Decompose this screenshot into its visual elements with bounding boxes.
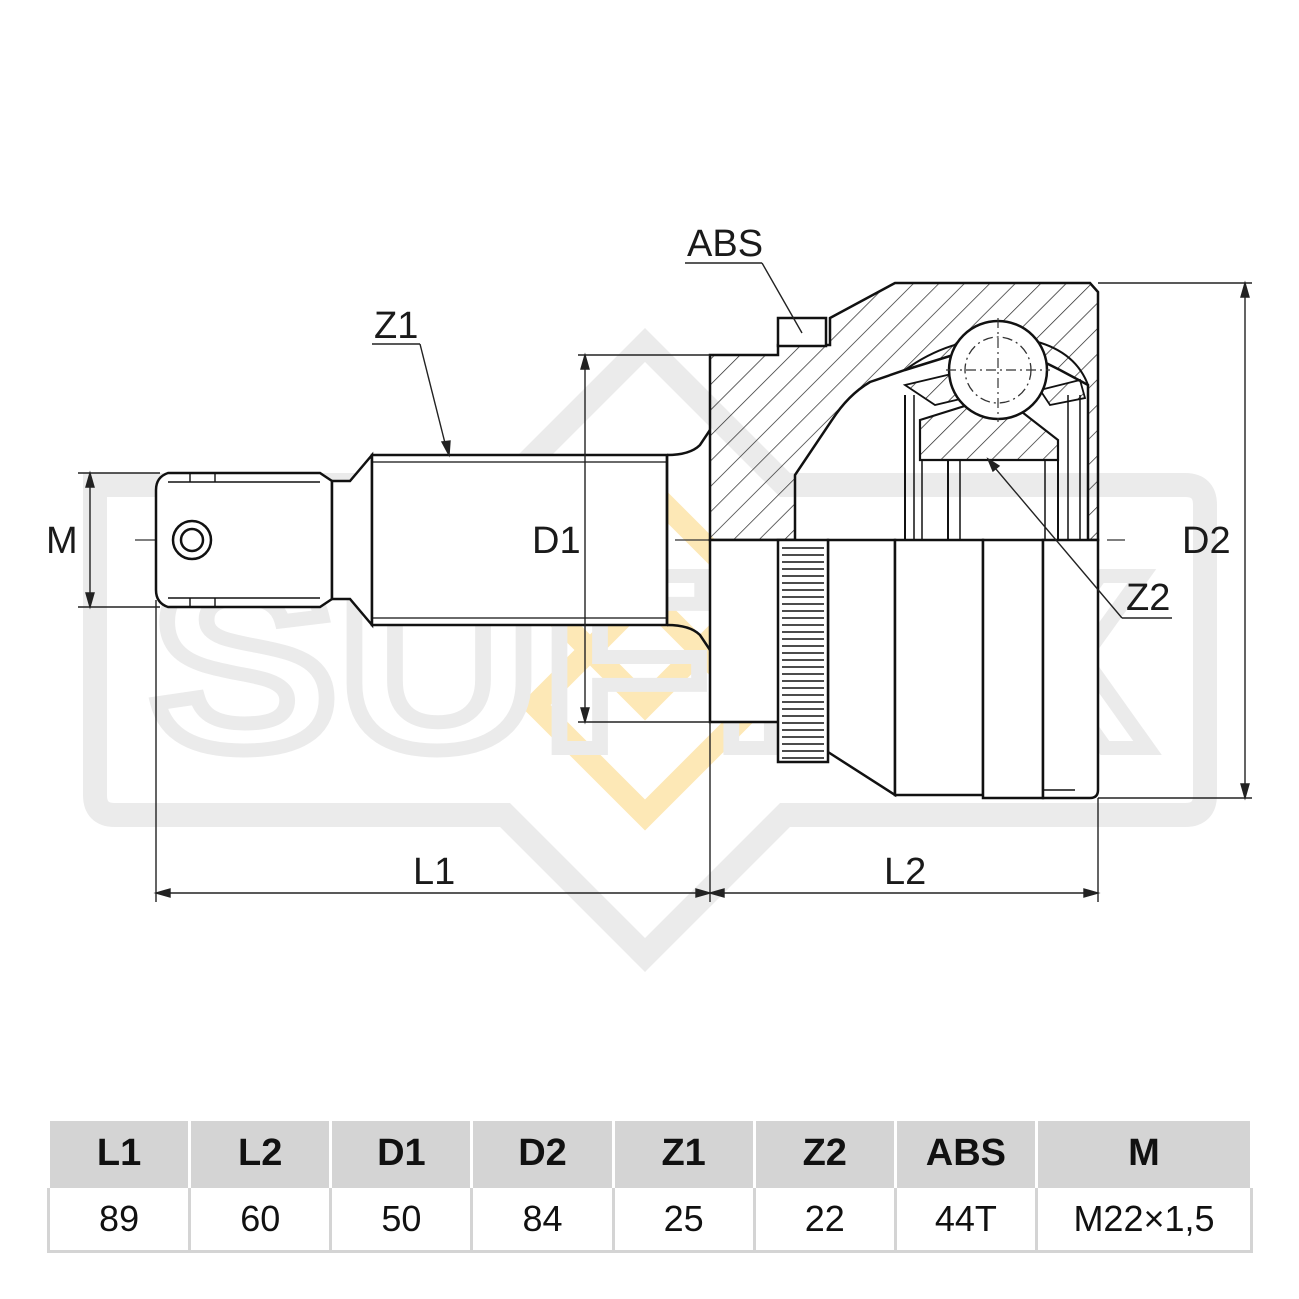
value-l1: 89: [46, 1185, 192, 1253]
inner-race: [902, 371, 1087, 540]
value-z2: 22: [752, 1185, 897, 1253]
label-m: M: [46, 520, 78, 562]
value-l2: 60: [188, 1185, 333, 1253]
header-abs: ABS: [893, 1121, 1039, 1187]
spec-header-row: L1 L2 D1 D2 Z1 Z2 ABS M: [46, 1121, 1253, 1187]
cotter-pin-hole: [171, 519, 213, 561]
ball-bearing: [946, 318, 1050, 422]
label-d1: D1: [532, 520, 581, 562]
label-abs: ABS: [687, 223, 763, 265]
spec-value-row: 89 60 50 84 25 22 44T M22×1,5: [46, 1185, 1253, 1253]
label-z1: Z1: [374, 305, 418, 347]
cv-joint-drawing: SUFFIX: [46, 223, 1252, 972]
value-d2: 84: [470, 1185, 615, 1253]
value-z1: 25: [611, 1185, 756, 1253]
splined-shaft: [370, 429, 712, 651]
header-m: M: [1035, 1121, 1253, 1187]
shaft-neck: [330, 451, 374, 629]
header-d1: D1: [329, 1121, 474, 1187]
dimension-lines: [78, 280, 1252, 902]
label-z2: Z2: [1126, 577, 1170, 619]
header-l2: L2: [188, 1121, 333, 1187]
leader-lines: [372, 262, 1172, 619]
spec-table: L1 L2 D1 D2 Z1 Z2 ABS M 89 60 50 84 25 2…: [46, 1121, 1253, 1253]
label-d2: D2: [1182, 520, 1231, 562]
header-d2: D2: [470, 1121, 615, 1187]
housing-exterior: [708, 538, 1100, 800]
label-l2: L2: [884, 851, 926, 893]
shaft-tip: [154, 471, 334, 609]
label-l1: L1: [413, 851, 455, 893]
header-l1: L1: [46, 1121, 192, 1187]
value-d1: 50: [329, 1185, 474, 1253]
header-z2: Z2: [752, 1121, 897, 1187]
value-m: M22×1,5: [1035, 1185, 1253, 1253]
value-abs: 44T: [893, 1185, 1039, 1253]
abs-tone-ring: [776, 538, 830, 764]
header-z1: Z1: [611, 1121, 756, 1187]
